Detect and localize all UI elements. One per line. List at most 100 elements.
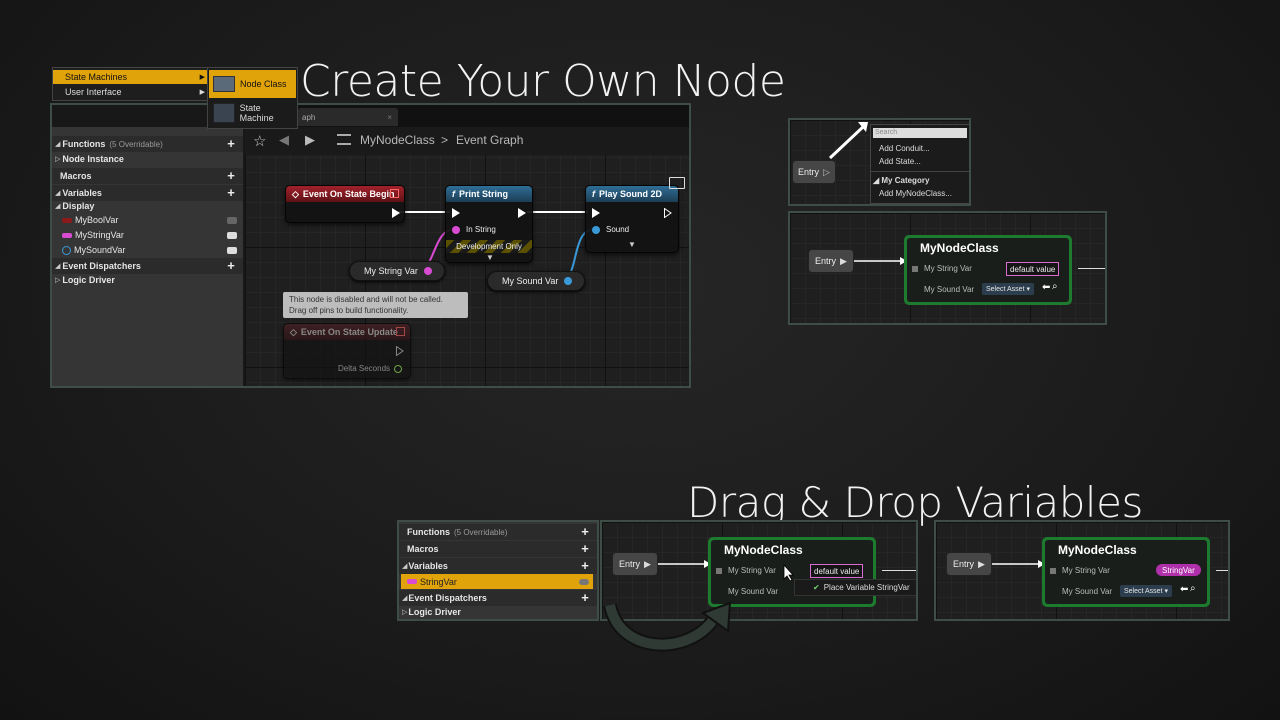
breadcrumb-class[interactable]: MyNodeClass	[360, 133, 435, 147]
pin-icon[interactable]	[716, 568, 722, 574]
entry-node[interactable]: Entry ▶	[808, 249, 854, 273]
pin-icon[interactable]	[1050, 568, 1056, 574]
exec-pin-icon[interactable]: ▷	[823, 166, 830, 177]
browse-icon[interactable]: ⌕	[1190, 583, 1196, 594]
expand-arrow-icon[interactable]: ▼	[628, 240, 636, 249]
close-icon[interactable]: ×	[387, 112, 392, 122]
event-dispatchers-header[interactable]: ◢Event Dispatchers +	[52, 258, 243, 274]
add-macro-icon[interactable]: +	[227, 168, 235, 183]
forward-arrow-icon[interactable]: ▶	[305, 132, 315, 147]
context-menu: State Machines ▶ User Interface ▶	[52, 67, 210, 101]
add-variable-icon[interactable]: +	[581, 558, 589, 573]
drag-wire	[828, 122, 868, 160]
exec-pin-icon[interactable]: ▶	[644, 558, 651, 569]
my-string-var-getter[interactable]: My String Var	[349, 261, 445, 281]
drag-arrow-icon	[603, 601, 732, 652]
eye-closed-icon[interactable]	[227, 216, 237, 224]
exec-pin-icon[interactable]: ▶	[840, 255, 847, 266]
object-type-icon	[62, 245, 71, 255]
submenu-node-class[interactable]: Node Class	[209, 70, 296, 98]
display-category[interactable]: ◢Display	[55, 201, 95, 211]
tab-event-graph[interactable]: aph ×	[298, 108, 398, 126]
back-arrow-icon[interactable]: ◀	[279, 132, 289, 147]
search-input[interactable]: Search	[873, 128, 967, 138]
expand-arrow-icon[interactable]: ▼	[486, 253, 494, 262]
exec-in-pin[interactable]	[592, 208, 600, 218]
add-variable-icon[interactable]: +	[227, 185, 235, 200]
exec-pin-icon[interactable]: ▶	[978, 558, 985, 569]
node-instance-item[interactable]: ▷Node Instance	[55, 154, 124, 164]
my-sound-var-getter[interactable]: My Sound Var	[487, 271, 586, 291]
string-pin[interactable]	[452, 226, 460, 234]
result-panel[interactable]: Entry ▶ MyNodeClass My String Var String…	[934, 520, 1230, 621]
use-selected-icon[interactable]: ⬅	[1180, 584, 1189, 595]
entry-node[interactable]: Entry ▶	[946, 552, 992, 576]
menu-item-add-mynodeclass[interactable]: Add MyNodeClass...	[879, 189, 952, 198]
add-dispatcher-icon[interactable]: +	[227, 258, 235, 273]
event-update-node[interactable]: ◇Event On State Update Delta Seconds	[283, 323, 411, 379]
state-graph-add-menu-panel[interactable]: Entry ▷ Search Add Conduit... Add State.…	[788, 118, 971, 206]
use-selected-icon[interactable]: ⬅	[1042, 282, 1051, 293]
stringvar-getter-pill[interactable]: StringVar	[1156, 564, 1201, 576]
bool-type-icon	[62, 217, 72, 223]
exec-out-pin[interactable]	[392, 208, 400, 218]
mynodeclass-node[interactable]: MyNodeClass My String Var default value …	[904, 235, 1072, 305]
add-dispatcher-icon[interactable]: +	[581, 590, 589, 605]
entry-node[interactable]: Entry ▶	[612, 552, 658, 576]
object-pin[interactable]	[592, 226, 600, 234]
logic-driver-category[interactable]: ▷Logic Driver	[55, 275, 115, 285]
star-icon[interactable]: ☆	[253, 133, 267, 150]
macros-header[interactable]: Macros +	[399, 541, 597, 557]
title-drag-drop: Drag & Drop Variables	[687, 478, 1143, 527]
add-macro-icon[interactable]: +	[581, 541, 589, 556]
select-asset-dropdown[interactable]: Select Asset ▾	[982, 283, 1034, 295]
eye-open-icon[interactable]	[227, 231, 237, 239]
variables-header[interactable]: ◢Variables +	[399, 558, 597, 574]
delegate-pin-icon[interactable]	[396, 327, 405, 336]
delegate-pin-icon[interactable]	[390, 189, 399, 198]
drop-target-panel[interactable]: Entry ▶ MyNodeClass My String Var defaul…	[600, 520, 918, 621]
submenu-state-machine[interactable]: State Machine	[209, 100, 296, 126]
logic-driver-category[interactable]: ▷Logic Driver	[402, 607, 461, 617]
string-default-value[interactable]: default value	[1006, 262, 1060, 276]
event-dispatchers-header[interactable]: ◢Event Dispatchers +	[399, 590, 597, 606]
eye-open-icon[interactable]	[227, 246, 237, 254]
breadcrumb-graph[interactable]: Event Graph	[456, 133, 524, 147]
menu-item-user-interface[interactable]: User Interface ▶	[65, 87, 205, 97]
exec-out-pin[interactable]	[518, 208, 526, 218]
entry-node[interactable]: Entry ▷	[792, 160, 836, 184]
eye-closed-icon[interactable]	[579, 578, 589, 585]
variable-item[interactable]: MyStringVar	[52, 228, 243, 242]
float-pin[interactable]	[394, 365, 402, 373]
exec-out-pin[interactable]	[664, 207, 672, 219]
menu-item-state-machines[interactable]: State Machines ▶	[53, 70, 209, 84]
object-pin[interactable]	[564, 277, 573, 285]
menu-item-add-conduit[interactable]: Add Conduit...	[879, 144, 930, 153]
mynodeclass-node[interactable]: MyNodeClass My String Var StringVar My S…	[1042, 537, 1210, 607]
select-asset-dropdown[interactable]: Select Asset ▾	[1120, 585, 1172, 597]
menu-item-add-state[interactable]: Add State...	[879, 157, 921, 166]
functions-header[interactable]: Functions (5 Overridable) +	[399, 524, 597, 540]
string-default-value[interactable]: default value	[810, 564, 864, 578]
chevron-right-icon: ▶	[199, 89, 205, 96]
variable-item[interactable]: MyBoolVar	[52, 213, 243, 227]
exec-out-pin[interactable]	[396, 345, 404, 357]
browse-icon[interactable]: ⌕	[1052, 281, 1058, 292]
variables-header[interactable]: ◢Variables +	[52, 185, 243, 201]
add-function-icon[interactable]: +	[581, 524, 589, 539]
event-graph-canvas[interactable]: ☆ ◀ ▶ MyNodeClass > Event Graph ◇Event O…	[245, 127, 689, 386]
macros-header[interactable]: Macros +	[52, 168, 243, 184]
exec-in-pin[interactable]	[452, 208, 460, 218]
graph-toolbar: ☆ ◀ ▶ MyNodeClass > Event Graph	[245, 127, 689, 155]
string-pin[interactable]	[423, 267, 432, 275]
add-function-icon[interactable]: +	[227, 136, 235, 151]
variable-item[interactable]: MySoundVar	[52, 243, 243, 257]
event-begin-node[interactable]: ◇Event On State Begin	[285, 185, 405, 223]
functions-header[interactable]: ◢Functions (5 Overridable) +	[52, 136, 243, 152]
node-preview-panel[interactable]: Entry ▶ MyNodeClass My String Var defaul…	[788, 211, 1107, 325]
variable-item-stringvar[interactable]: StringVar	[401, 574, 593, 589]
pin-icon[interactable]	[912, 266, 918, 272]
category-my-category[interactable]: ◢ My Category	[873, 176, 930, 185]
